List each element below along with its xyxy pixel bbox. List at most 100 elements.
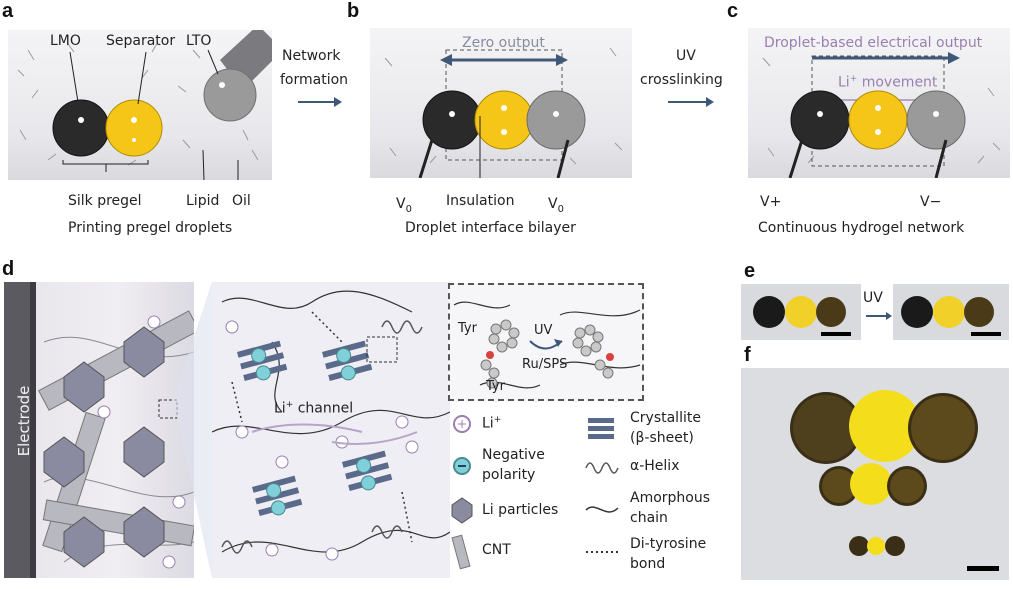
separator-leader — [137, 51, 147, 105]
lmo-droplet — [790, 90, 850, 150]
scale-bar — [821, 332, 851, 336]
tyrosine-rings — [480, 319, 614, 389]
e-before-separator — [785, 296, 817, 328]
li-particle-icon — [451, 497, 473, 524]
lipid-leader — [202, 149, 205, 180]
panel-d-molecular-view: Li+ channel — [212, 282, 450, 578]
li-movement-label: Li+ movement — [838, 74, 938, 91]
label-silk-pregel: Silk pregel — [68, 193, 142, 209]
electrode-minus — [934, 139, 948, 178]
legend-crystallite-2: (β-sheet) — [630, 430, 694, 446]
panel-d-inset: Tyr UV Ru/SPS Tyr — [448, 283, 644, 401]
inset-uv: UV — [534, 323, 553, 338]
caption-b: Droplet interface bilayer — [405, 220, 576, 236]
legend-negative-2: polarity — [482, 467, 536, 483]
droplet-output-label: Droplet-based electrical output — [764, 35, 983, 51]
zoom-box — [158, 399, 178, 419]
inset-svg — [453, 301, 641, 389]
separator-droplet — [848, 90, 908, 150]
panel-a-svg — [17, 30, 272, 180]
legend-amorphous-2: chain — [630, 510, 668, 526]
scale-bar — [967, 566, 999, 571]
e-before-lto — [816, 297, 846, 327]
caption-c: Continuous hydrogel network — [758, 220, 965, 236]
li-channel-label: Li+ channel — [274, 400, 354, 417]
scale-bar — [971, 332, 1001, 336]
panel-f-photo — [741, 368, 1009, 580]
v0-right: V0 — [548, 196, 564, 215]
v-plus: V+ — [760, 194, 782, 210]
e-uv-label: UV — [863, 290, 883, 306]
zero-output-label: Zero output — [462, 35, 545, 51]
panel-label-e: e — [744, 260, 756, 282]
f-medium-chain — [819, 463, 927, 506]
e-after-separator — [933, 296, 965, 328]
electrode-left — [418, 139, 434, 178]
panel-label-a: a — [2, 0, 14, 22]
panel-label-b: b — [347, 0, 360, 22]
crystallites — [237, 340, 393, 516]
inset-catalyst: Ru/SPS — [522, 357, 568, 372]
arrow-ab-line1: Network — [282, 48, 341, 64]
negative-icon — [453, 457, 471, 475]
lto-droplet — [203, 68, 257, 122]
panel-c-svg — [762, 52, 1001, 178]
legend-ditysosine-1: Di-tyrosine — [630, 536, 707, 552]
label-oil: Oil — [232, 193, 251, 209]
electrode-label: Electrode — [15, 385, 33, 457]
lto-leader — [207, 49, 219, 75]
panel-e-before — [741, 284, 861, 340]
label-separator: Separator — [106, 33, 176, 49]
li-ion-icon — [453, 415, 471, 433]
e-before-lmo — [753, 296, 785, 328]
legend-helix: α-Helix — [630, 458, 680, 474]
panel-a-illustration — [8, 30, 272, 180]
separator-droplet — [474, 90, 534, 150]
legend-amorphous-1: Amorphous — [630, 490, 711, 506]
v-minus: V− — [920, 194, 942, 210]
v0-left: V0 — [396, 196, 412, 215]
electrode-right — [556, 139, 570, 178]
legend-li-particles: Li particles — [482, 502, 559, 518]
label-lmo: LMO — [50, 33, 81, 49]
legend-crystallite-1: Crystallite — [630, 410, 701, 426]
panel-b-svg — [384, 47, 623, 178]
li-ions — [225, 320, 419, 561]
li-channel-arrows — [251, 423, 418, 445]
separator-droplet — [105, 99, 163, 157]
legend-li-ion: Li+ — [482, 415, 502, 432]
legend-negative-1: Negative — [482, 447, 545, 463]
lto-droplet — [906, 90, 966, 150]
helix-icon — [585, 462, 619, 474]
panel-d-electrode-view: Electrode — [4, 282, 194, 578]
panel-label-c: c — [727, 0, 739, 22]
cnt-icon — [451, 534, 471, 570]
panel-e-after — [893, 284, 1009, 340]
electrode-plus — [788, 139, 804, 178]
panel-label-f: f — [744, 344, 751, 366]
lto-droplet — [526, 90, 586, 150]
insulation-label: Insulation — [446, 193, 515, 209]
lmo-droplet — [52, 99, 110, 157]
arrow-bc-line2: crosslinking — [640, 72, 723, 88]
helices — [221, 320, 423, 554]
caption-a: Printing pregel droplets — [68, 220, 233, 236]
amorphous-icon — [585, 506, 619, 513]
label-lipid: Lipid — [186, 193, 220, 209]
panel-b-illustration — [370, 28, 632, 178]
f-large-chain — [790, 390, 978, 464]
ditysosine-bonds — [231, 311, 413, 543]
molecular-view-svg — [212, 290, 450, 561]
amorphous-chains — [212, 290, 450, 553]
arrow-ab-line2: formation — [280, 72, 349, 88]
label-lto: LTO — [186, 33, 212, 49]
arrow-bc-line1: UV — [676, 48, 696, 64]
lmo-leader — [69, 51, 79, 103]
f-small-chain — [849, 536, 905, 556]
inset-tyr-top: Tyr — [458, 321, 477, 336]
crystallite-icon — [588, 418, 614, 439]
legend-cnt: CNT — [482, 542, 511, 558]
legend-ditysosine-2: bond — [630, 556, 666, 572]
inset-tyr-bottom: Tyr — [486, 379, 505, 394]
panel-c-illustration — [748, 28, 1010, 178]
